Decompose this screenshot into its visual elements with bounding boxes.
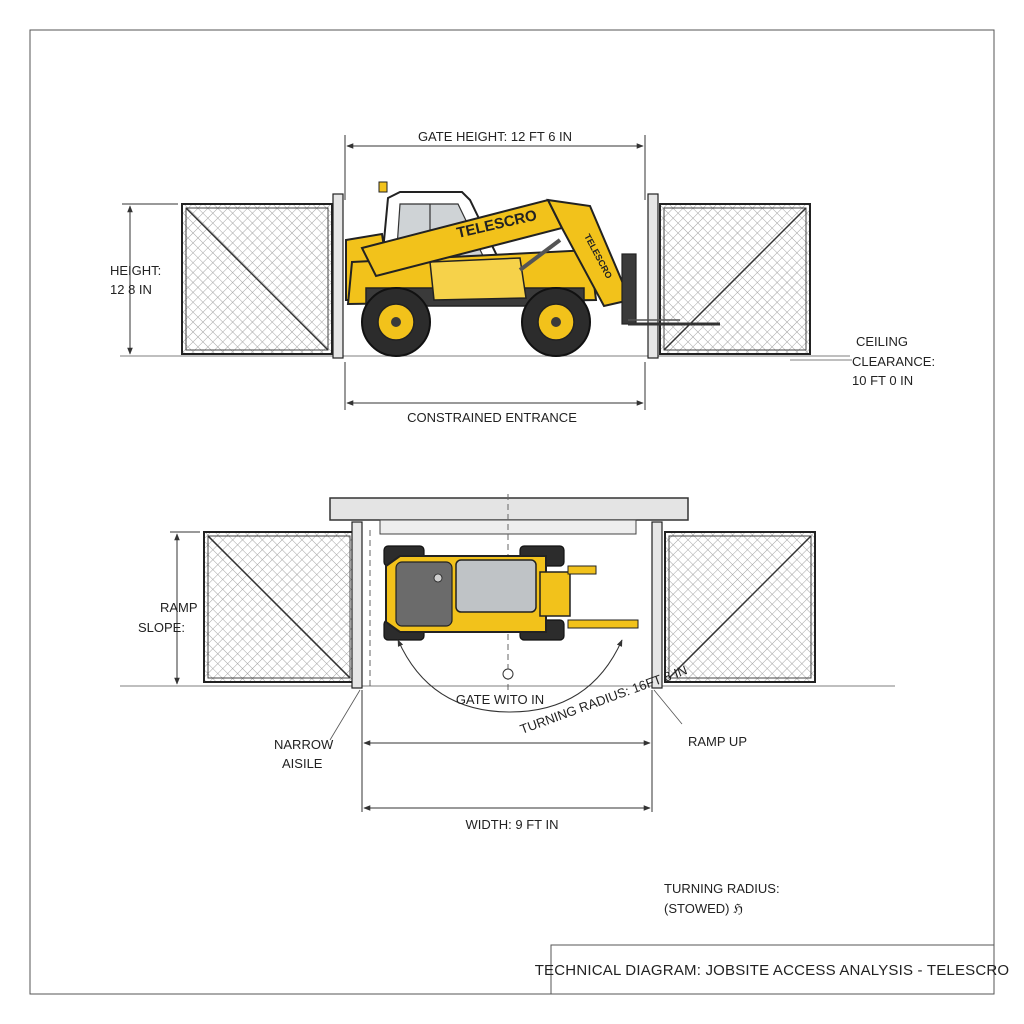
drawing-border <box>29 29 995 995</box>
title-block: TECHNICAL DIAGRAM: JOBSITE ACCESS ANALYS… <box>535 944 1010 995</box>
ceiling-beam <box>329 497 689 521</box>
right-fence-panel <box>647 193 811 359</box>
narrow-aisle-line1: NARROW <box>274 737 334 752</box>
ramp-slope-line1: RAMP <box>160 600 198 615</box>
width-label: WIDTH: 9 FT IN <box>466 817 559 832</box>
ceiling-label-line1: CEILING <box>856 334 908 349</box>
turning-stowed-line2: (STOWED) ℌ <box>664 901 743 916</box>
turning-radius-arc <box>397 639 623 713</box>
height-label-line1: HEIGHT: <box>110 263 161 278</box>
plan-left-fence-panel <box>203 521 363 689</box>
telehandler-side-view: TELESCRO TELESCRO <box>345 181 720 357</box>
narrow-aisle-line2: AISILE <box>282 756 323 771</box>
rear-wheel <box>361 287 431 357</box>
ramp-up-label: RAMP UP <box>688 734 747 749</box>
gate-height-label: GATE HEIGHT: 12 FT 6 IN <box>418 129 572 144</box>
height-label-line2: 12 8 IN <box>110 282 152 297</box>
ceiling-label-line2: CLEARANCE: <box>852 354 935 369</box>
ceiling-label-line3: 10 FT 0 IN <box>852 373 913 388</box>
plan-view: RAMP SLOPE: GATE WITO IN TURNING RADIUS:… <box>120 494 895 832</box>
diagram-title: TECHNICAL DIAGRAM: JOBSITE ACCESS ANALYS… <box>535 962 1010 979</box>
telehandler-top-view <box>383 545 639 641</box>
telescopic-boom: TELESCRO TELESCRO <box>360 198 632 308</box>
side-elevation-view: GATE HEIGHT: 12 FT 6 IN HEIGHT: 12 8 IN … <box>110 129 935 425</box>
turning-stowed-line1: TURNING RADIUS: <box>664 881 780 896</box>
gate-width-label: GATE WITO IN <box>456 692 544 707</box>
plan-right-fence-panel <box>651 521 816 689</box>
left-fence-panel <box>181 193 344 359</box>
front-wheel <box>521 287 591 357</box>
ramp-slope-line2: SLOPE: <box>138 620 185 635</box>
fork-carriage <box>621 253 637 325</box>
constrained-entrance-label: CONSTRAINED ENTRANCE <box>407 410 577 425</box>
